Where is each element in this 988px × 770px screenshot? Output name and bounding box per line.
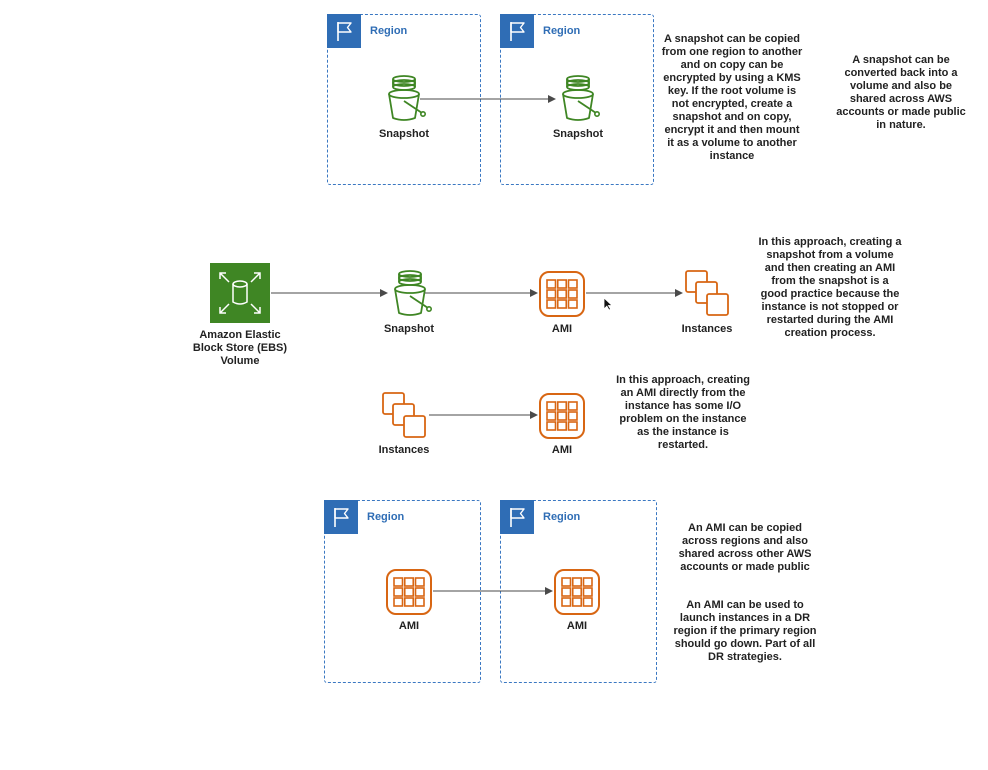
region-top-right: Region	[500, 14, 654, 185]
ami-grid-icon	[538, 391, 586, 441]
note-snapshot-convert: A snapshot can be converted back into a …	[836, 54, 966, 131]
region-top-left: Region	[327, 14, 481, 185]
snapshot-label: Snapshot	[378, 128, 430, 140]
region-bottom-right: Region	[500, 500, 657, 683]
instances-stack-icon	[683, 269, 731, 319]
snapshot-bucket-icon	[382, 73, 430, 123]
ami-grid-icon	[385, 567, 433, 617]
ebs-volume-label: Amazon Elastic Block Store (EBS) Volume	[192, 329, 288, 367]
instances-label: Instances	[681, 323, 733, 335]
instances-stack-icon	[380, 391, 428, 441]
ebs-volume-icon	[210, 263, 270, 323]
region-label: Region	[543, 25, 581, 37]
mouse-pointer-icon	[603, 297, 613, 311]
note-ami-copy: An AMI can be copied across regions and …	[678, 522, 812, 573]
snapshot-bucket-icon	[388, 268, 436, 318]
ami-label: AMI	[566, 620, 588, 632]
ami-label: AMI	[551, 444, 573, 456]
instances-label: Instances	[378, 444, 430, 456]
region-flag-icon	[500, 500, 534, 534]
region-label: Region	[367, 511, 405, 523]
region-bottom-left: Region	[324, 500, 481, 683]
note-snapshot-copy: A snapshot can be copied from one region…	[661, 33, 803, 162]
note-ami-dr: An AMI can be used to launch instances i…	[673, 599, 817, 663]
ami-grid-icon	[553, 567, 601, 617]
snapshot-bucket-icon	[556, 73, 604, 123]
ami-label: AMI	[551, 323, 573, 335]
note-approach-snapshot: In this approach, creating a snapshot fr…	[758, 236, 902, 339]
region-flag-icon	[327, 14, 361, 48]
snapshot-label: Snapshot	[552, 128, 604, 140]
ami-label: AMI	[398, 620, 420, 632]
region-label: Region	[370, 25, 408, 37]
region-flag-icon	[500, 14, 534, 48]
snapshot-label: Snapshot	[383, 323, 435, 335]
ami-grid-icon	[538, 269, 586, 319]
region-label: Region	[543, 511, 581, 523]
note-approach-direct: In this approach, creating an AMI direct…	[616, 374, 750, 451]
region-flag-icon	[324, 500, 358, 534]
